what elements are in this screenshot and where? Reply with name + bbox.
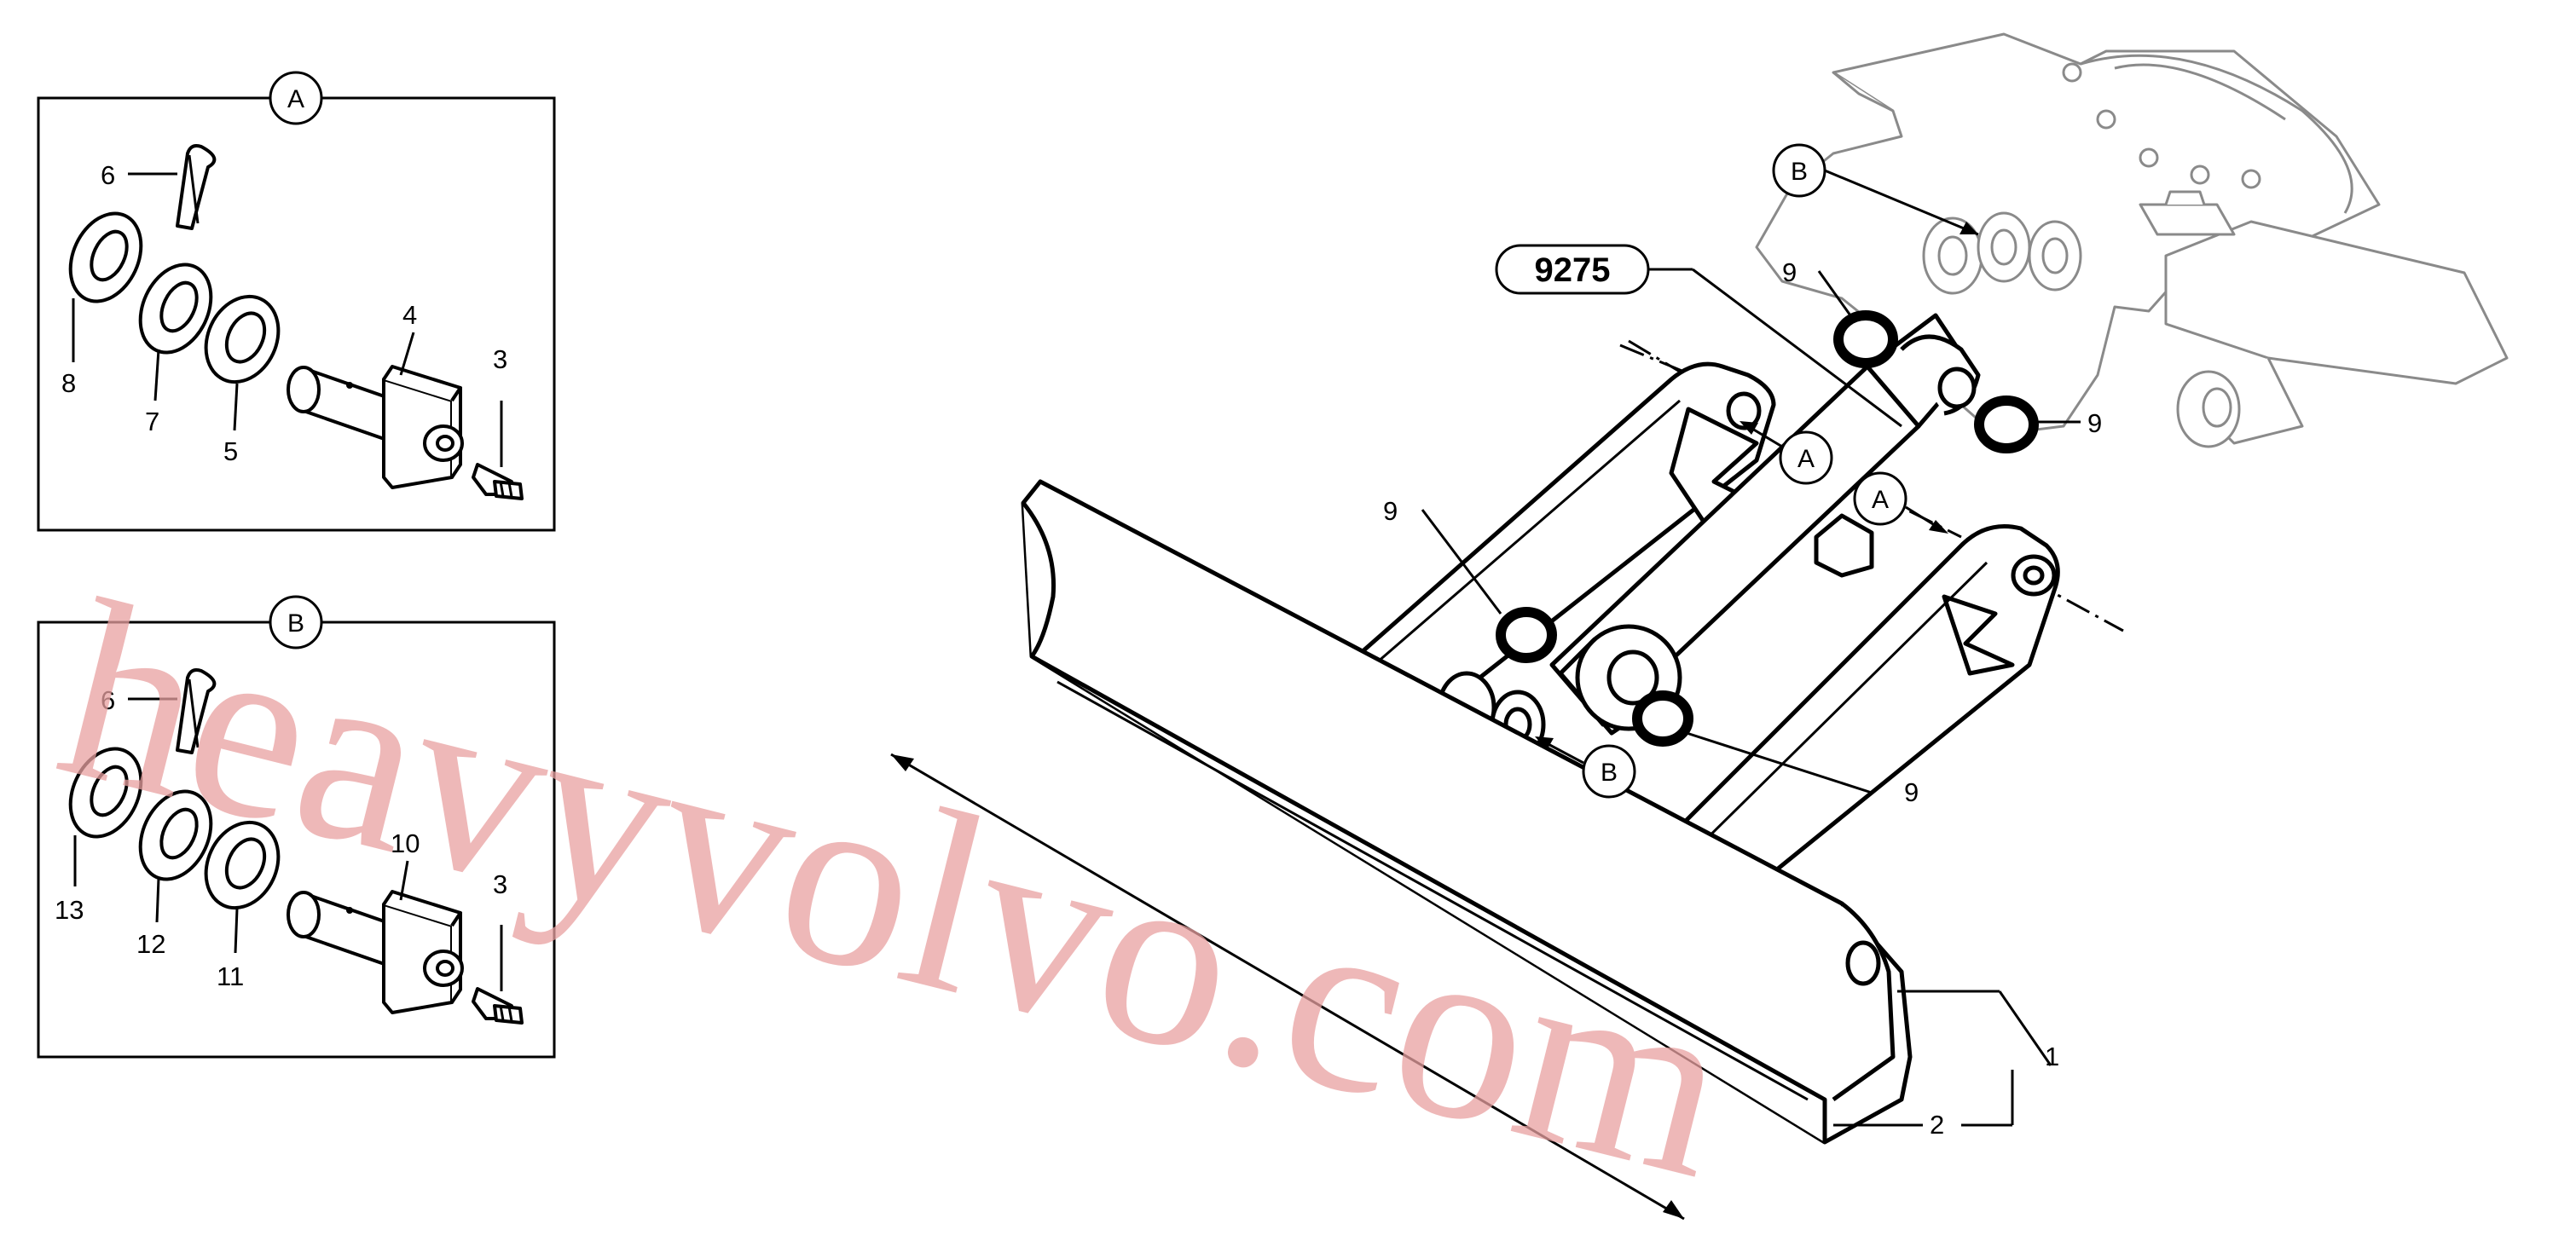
callout-b-blade-circle (1582, 744, 1636, 799)
label-washer-outer-b: 13 (55, 895, 84, 925)
label-cotter-pin-b: 6 (101, 685, 115, 715)
detail-a-title: A (287, 85, 304, 113)
blade-width-dimension (890, 753, 1685, 1221)
label-blade: 1 (2045, 1042, 2059, 1071)
callout-a-lower: A (1872, 486, 1889, 514)
detail-b-title: B (287, 609, 304, 638)
washer-inner-a (204, 294, 281, 384)
callout-b-frame-arrow (1824, 169, 1979, 236)
label-seal-lower: 9 (1904, 777, 1919, 807)
pin-b (287, 890, 464, 1014)
seal-upper-right (1974, 395, 2039, 453)
label-cotter-pin-a: 6 (101, 160, 115, 190)
label-washer-inner-b: 11 (217, 961, 244, 991)
callout-b-blade: B (1601, 759, 1618, 787)
label-washer-inner-a: 5 (223, 436, 238, 466)
label-seal-upper-left: 9 (1782, 257, 1797, 287)
seal-left (1496, 607, 1557, 663)
push-arm-right (1652, 524, 2060, 923)
detail-b-title-circle (269, 595, 323, 649)
grease-nipple-b (472, 987, 524, 1025)
callout-a-upper-circle (1779, 430, 1833, 485)
reference-code: 9275 (1535, 251, 1611, 289)
detail-a: A 6 8 7 5 (37, 71, 556, 532)
washer-outer-a (68, 211, 143, 303)
label-washer-middle-a: 7 (145, 407, 159, 436)
label-pin-b: 10 (391, 828, 420, 858)
callout-b-frame: B (1791, 158, 1808, 186)
seal-upper-left (1833, 310, 1898, 368)
washer-middle-a (138, 263, 213, 355)
label-cutting-edge: 2 (1930, 1110, 1944, 1140)
detail-b: B 6 13 12 11 (37, 595, 556, 1059)
label-washer-middle-b: 12 (136, 929, 165, 959)
detail-a-title-circle (269, 71, 323, 125)
pin-a (287, 365, 464, 489)
callout-a-upper: A (1797, 445, 1815, 473)
cotter-pin-a (176, 144, 217, 230)
label-seal-left: 9 (1383, 496, 1398, 526)
washer-middle-b (138, 789, 213, 881)
cotter-pin-b (176, 668, 217, 754)
label-grease-nipple-a: 3 (493, 344, 507, 374)
dozer-blade (1021, 479, 1913, 1145)
label-washer-outer-a: 8 (61, 368, 76, 398)
washer-inner-b (204, 820, 281, 910)
label-seal-upper-right: 9 (2087, 408, 2102, 438)
label-grease-nipple-b: 3 (493, 869, 507, 899)
seal-lower (1632, 690, 1693, 747)
label-pin-a: 4 (402, 300, 417, 330)
washer-outer-b (68, 747, 143, 839)
callout-a-lower-circle (1853, 471, 1907, 526)
grease-nipple-a (472, 463, 524, 500)
